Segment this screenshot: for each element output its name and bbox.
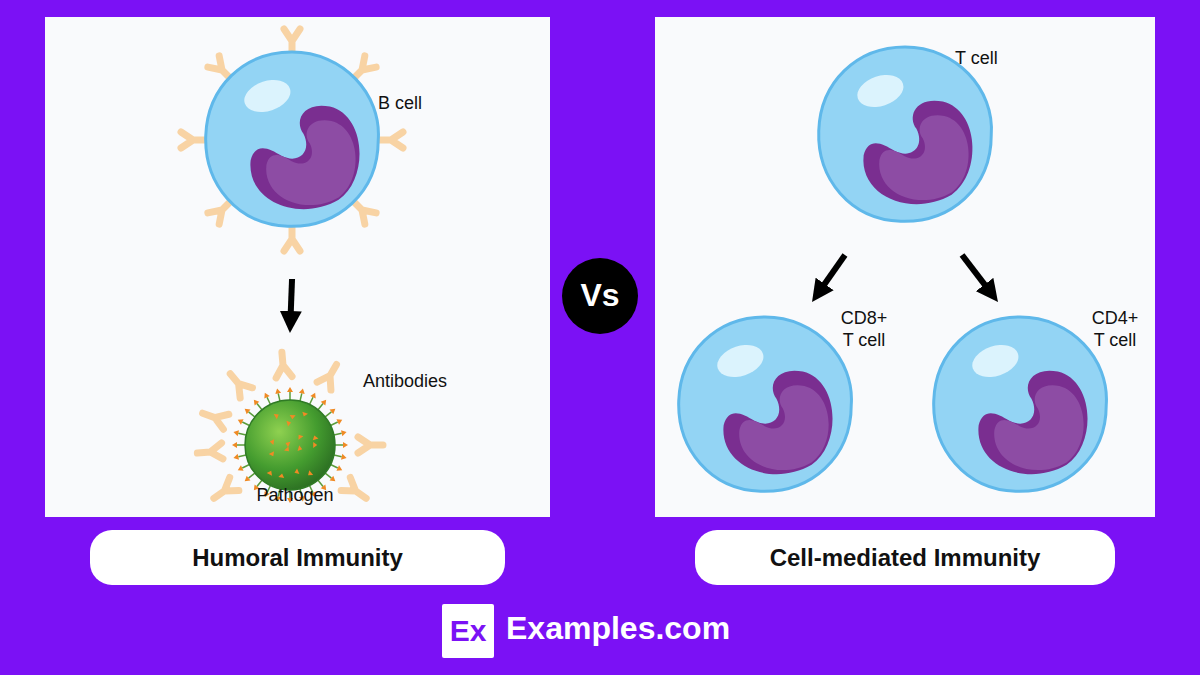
arrow-connector [290,279,292,319]
antibody [274,352,292,378]
antibody [197,443,223,461]
cell-body [934,317,1107,491]
cd8-t-cell: CD8+ T cell [675,305,900,495]
antibody [284,29,300,54]
antibody [224,369,252,398]
title-pill: Humoral Immunity [90,530,505,585]
section-title: Cell-mediated Immunity [770,543,1041,572]
versus-text: Vs [580,276,619,315]
logo-text: Ex [450,613,487,650]
logo-mark: Ex [442,604,494,658]
antibody [317,360,343,390]
antibody [378,132,403,148]
antibody [358,437,383,453]
cell-figure [170,25,440,275]
arrow-connector [962,255,989,291]
left-panel [45,17,550,517]
cell-body [206,52,379,226]
vs-badge: Vs [562,258,638,334]
cell-label: Pathogen [190,485,400,507]
brand-name: Examples.com [506,610,730,647]
cell-label: CD8+ T cell [838,308,890,352]
antibody [181,132,206,148]
arrow-connector [820,255,845,291]
cell-label: CD4+ T cell [1089,308,1141,352]
b-cell: B cell [170,25,440,275]
cell-label: B cell [378,93,448,115]
section-title: Humoral Immunity [192,543,403,572]
right-panel [655,17,1155,517]
t-cell: T cell [810,40,1040,235]
antibody [341,477,371,504]
antibody [209,477,239,504]
cell-body [819,47,992,221]
pathogen: Pathogen [190,335,400,515]
annotation: Antibodies [363,371,447,392]
cd4-t-cell: CD4+ T cell [930,305,1150,495]
cell-body [679,317,852,491]
antibody [284,226,300,251]
title-pill: Cell-mediated Immunity [695,530,1115,585]
antibody [200,406,229,430]
cell-label: T cell [955,48,1025,70]
cell-figure [810,40,1040,235]
